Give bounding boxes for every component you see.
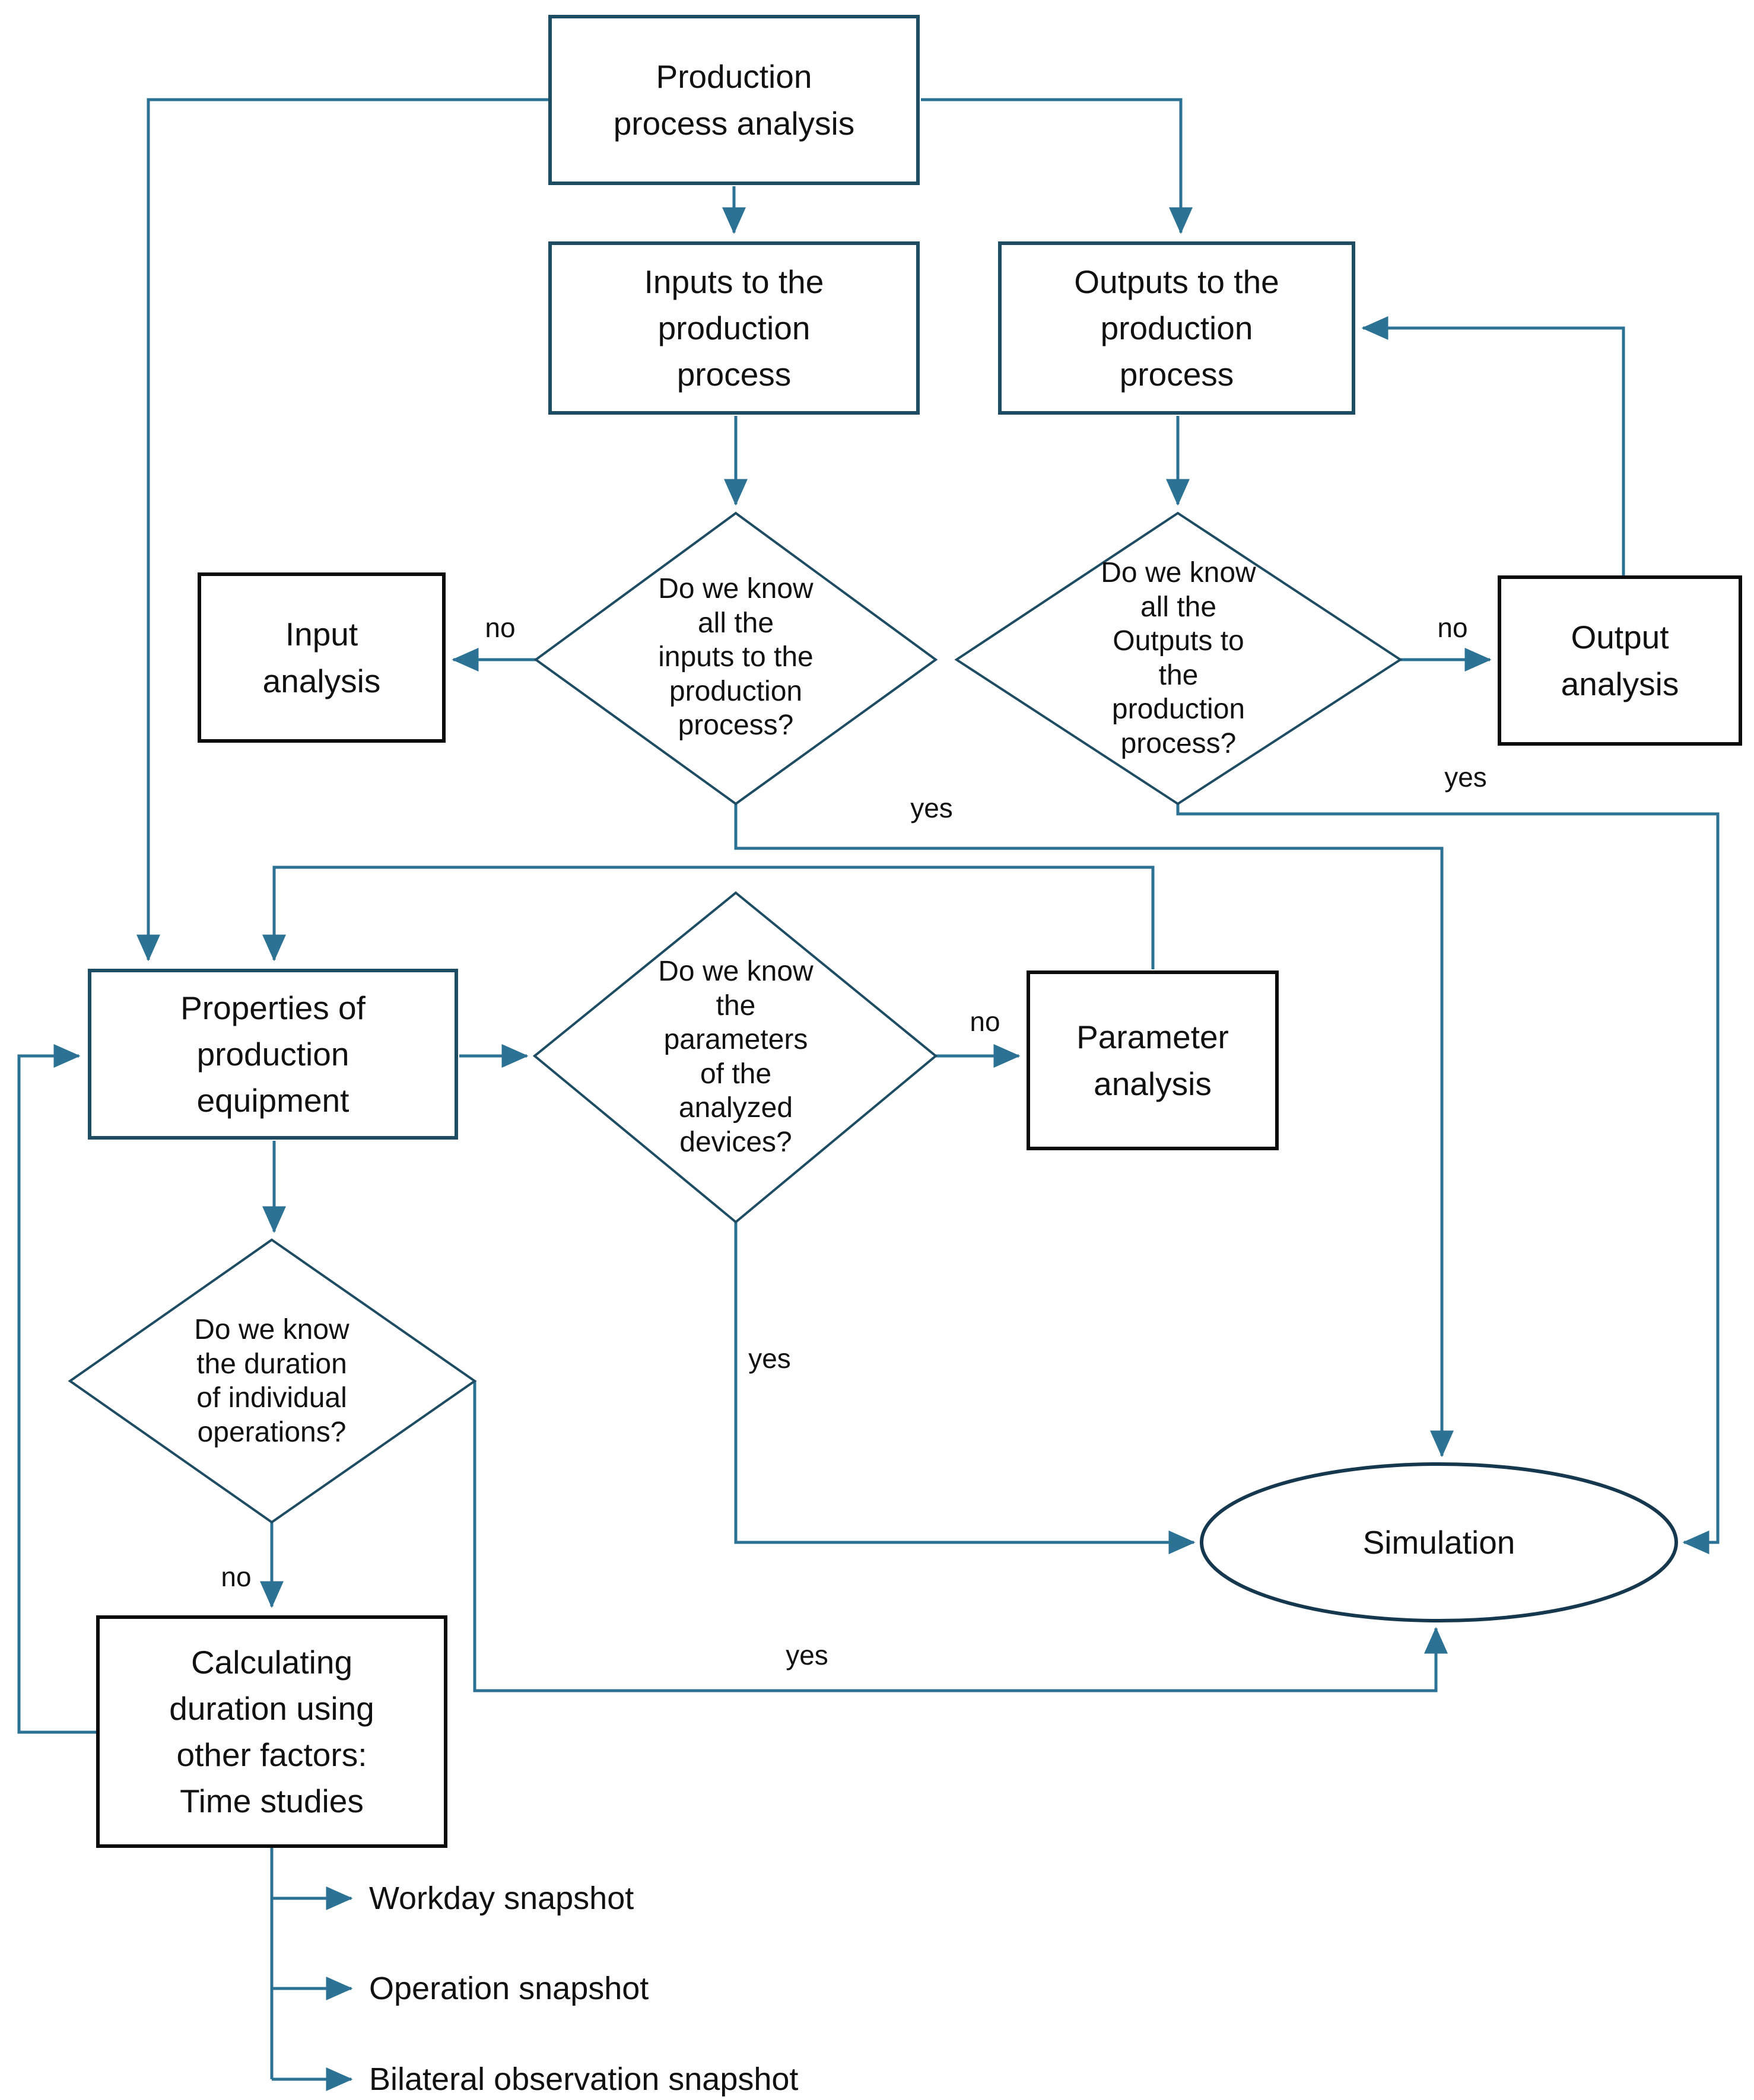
edge-parameter-analysis-to-properties xyxy=(262,866,1155,969)
decision-inputs-known-label: Do we know all the inputs to the product… xyxy=(658,573,814,742)
edge-output-analysis-to-outputs xyxy=(1361,316,1625,577)
node-production-process-analysis: Production process analysis xyxy=(548,15,920,185)
node-calculating-duration: Calculating duration using other factors… xyxy=(96,1615,447,1848)
node-properties-of-equipment: Properties of production equipment xyxy=(88,969,458,1140)
node-simulation-label: Simulation xyxy=(1362,1524,1515,1561)
node-inputs-to-production: Inputs to the production process xyxy=(548,241,920,415)
label-outputs-yes: yes xyxy=(1444,762,1487,793)
label-duration-yes: yes xyxy=(786,1640,828,1671)
edge-parameters-decision-yes xyxy=(734,1222,1196,1554)
snapshot-operation-label: Operation snapshot xyxy=(369,1971,649,2006)
snapshot-bilateral-label: Bilateral observation snapshot xyxy=(369,2061,799,2097)
node-outputs-to-production: Outputs to the production process xyxy=(998,241,1355,415)
decision-outputs-known-label: Do we know all the Outputs to the produc… xyxy=(1101,557,1256,760)
label-outputs-no: no xyxy=(1437,612,1468,643)
node-input-analysis: Input analysis xyxy=(198,572,446,743)
edge-production-to-outputs xyxy=(921,98,1193,234)
label-duration-no: no xyxy=(221,1561,252,1592)
node-parameter-analysis: Parameter analysis xyxy=(1027,971,1279,1150)
edge-duration-decision-yes xyxy=(473,1381,1448,1692)
simulation-ellipse xyxy=(1200,1462,1678,1622)
decision-duration-known-label: Do we know the duration of individual op… xyxy=(194,1313,349,1448)
outputs-decision-diamond xyxy=(954,511,1403,806)
node-output-analysis: Output analysis xyxy=(1498,575,1742,746)
label-parameters-no: no xyxy=(970,1006,1000,1037)
label-inputs-yes: yes xyxy=(910,793,953,823)
edge-inputs-decision-yes xyxy=(734,804,1454,1458)
edge-production-to-properties xyxy=(136,98,548,962)
edge-calculating-to-properties xyxy=(17,1044,97,1734)
decision-parameters-known-label: Do we know the parameters of the analyze… xyxy=(658,956,814,1159)
snapshot-workday-label: Workday snapshot xyxy=(369,1881,634,1916)
inputs-decision-diamond xyxy=(533,511,938,806)
duration-decision-diamond xyxy=(68,1238,477,1524)
parameters-decision-diamond xyxy=(532,891,938,1224)
edge-outputs-decision-yes xyxy=(1176,804,1720,1554)
label-inputs-no: no xyxy=(485,612,516,643)
label-parameters-yes: yes xyxy=(748,1343,791,1374)
